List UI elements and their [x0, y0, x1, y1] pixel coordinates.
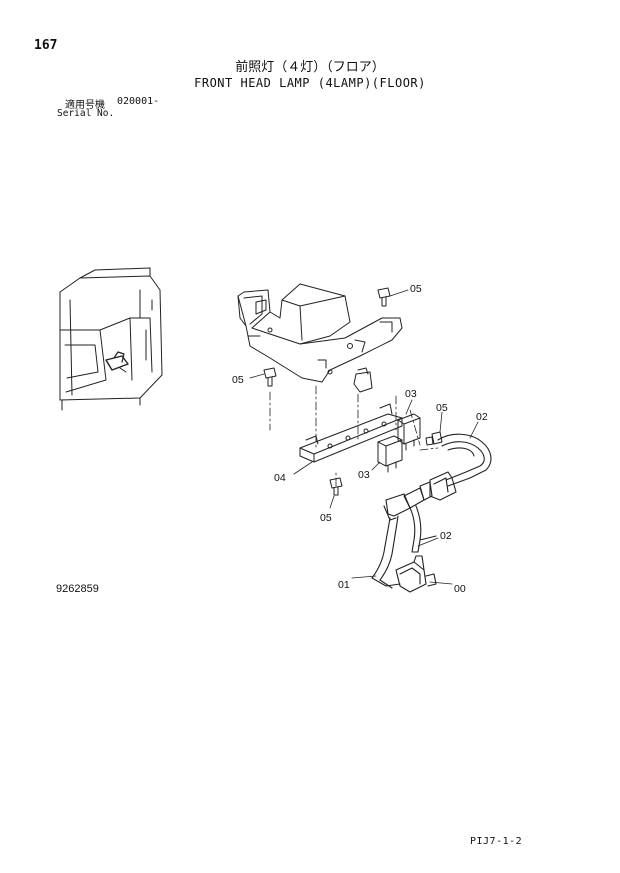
screw-mid: [425, 431, 443, 446]
callout-05-mid: 05: [436, 402, 448, 414]
callout-02-mid: 02: [440, 530, 452, 542]
serial-label-english: Serial No.: [57, 108, 115, 119]
callout-05-left: 05: [232, 374, 244, 386]
cab-location-thumbnail: [59, 267, 163, 411]
callout-04: 04: [274, 472, 286, 484]
mounting-bracket: [237, 283, 403, 393]
callout-01: 01: [338, 579, 350, 591]
serial-label-japanese: 適用号機: [65, 100, 105, 111]
screw-top: [377, 287, 391, 307]
callout-labels: 05 05 03 05 02 04 03 05 02 01 00: [232, 283, 488, 595]
alignment-lines: [269, 385, 439, 487]
relay-upper: [397, 413, 421, 451]
relay-lower: [377, 435, 403, 473]
wiring-harness: [371, 433, 492, 593]
callout-05-bottom: 05: [320, 512, 332, 524]
drawing-number: 9262859: [56, 583, 99, 595]
callout-02-top: 02: [476, 411, 488, 423]
callout-03-mid: 03: [358, 469, 370, 481]
screw-left: [263, 367, 277, 387]
screw-bottom: [329, 477, 343, 496]
leader-lines: [249, 289, 479, 585]
callout-05-top: 05: [410, 283, 422, 295]
page-title-english: FRONT HEAD LAMP (4LAMP)(FLOOR): [194, 76, 426, 90]
callout-00: 00: [454, 583, 466, 595]
callout-03-top: 03: [405, 388, 417, 400]
relay-bracket: [299, 403, 403, 463]
serial-number-value: 020001-: [117, 96, 160, 107]
page-number: 167: [34, 38, 58, 53]
page-code: PIJ7-1-2: [470, 836, 523, 847]
page-title-japanese: 前照灯（４灯）（フロア）: [235, 60, 385, 75]
